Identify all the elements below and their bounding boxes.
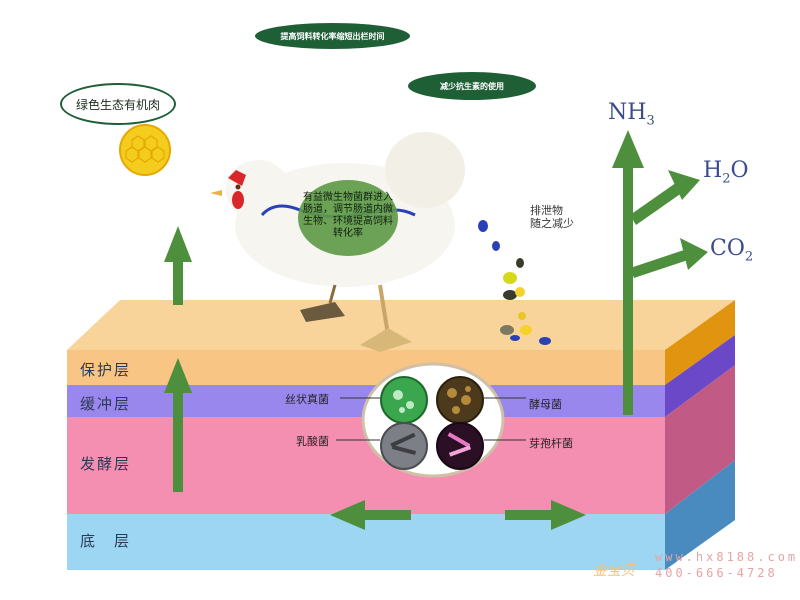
excreta-note-line2: 随之减少 — [530, 217, 574, 230]
label-filamentous-fungi: 丝状真菌 — [285, 393, 329, 406]
nh3-sub: 3 — [646, 113, 655, 129]
side-bottom — [665, 460, 735, 570]
h2o-sub: 2 — [722, 171, 731, 187]
co2-base: CO — [710, 236, 745, 261]
gut-note: 有益微生物菌群进入肠道，调节肠道内微生物、环境提高饲料转化率 — [303, 192, 393, 239]
bed-top-surface — [67, 300, 735, 350]
layer-label-protect: 保护层 — [80, 361, 132, 379]
callout-green-meat: 绿色生态有机肉 — [60, 83, 176, 125]
h2o-base: H — [703, 158, 723, 183]
watermark-url: www.hx8188.com — [655, 550, 799, 564]
layer-label-ferment: 发酵层 — [80, 455, 132, 473]
co2-sub: 2 — [744, 249, 754, 265]
layer-label-buffer: 缓冲层 — [80, 395, 132, 413]
side-protect — [665, 300, 735, 385]
bottom-arrow-right — [505, 500, 586, 530]
excreta-note: 排泄物 随之减少 — [530, 204, 574, 230]
gas-label-h2o: H2O — [703, 158, 749, 186]
bottom-arrow-left — [330, 500, 411, 530]
h2o-tail: O — [730, 158, 749, 183]
microbe-lactic-image — [380, 422, 428, 470]
label-lactic-acid: 乳酸菌 — [296, 435, 329, 448]
label-yeast: 酵母菌 — [529, 398, 562, 411]
bubble-feed-conversion: 提高饲料转化率缩短出栏时间 — [255, 23, 410, 49]
microbe-fungi-image — [380, 376, 428, 424]
microbe-bacillus-image — [436, 422, 484, 470]
bubble-reduce-antibiotics: 减少抗生素的使用 — [408, 72, 536, 100]
gas-label-co2: CO2 — [710, 236, 753, 264]
microbe-yeast-image — [436, 376, 484, 424]
excreta-pellets — [478, 220, 551, 345]
watermark-phone: 400-666-4728 — [655, 566, 778, 580]
left-arrow-upper — [164, 226, 192, 305]
meat-honeycomb-icon — [119, 124, 171, 176]
gas-label-nh3: NH3 — [608, 100, 655, 128]
side-buffer — [665, 335, 735, 417]
layer-bottom — [67, 514, 665, 570]
nh3-base: NH — [608, 100, 647, 125]
excreta-note-line1: 排泄物 — [530, 204, 563, 217]
left-arrow-lower — [164, 358, 192, 492]
gut-bubble — [298, 180, 398, 256]
label-bacillus: 芽孢杆菌 — [529, 437, 573, 450]
side-ferment — [665, 365, 735, 514]
layer-label-bottom: 底 层 — [80, 532, 132, 550]
watermark-logo: 金宝贝 — [593, 563, 635, 579]
layer-protect — [67, 350, 665, 385]
gas-arrow-group — [612, 130, 708, 415]
